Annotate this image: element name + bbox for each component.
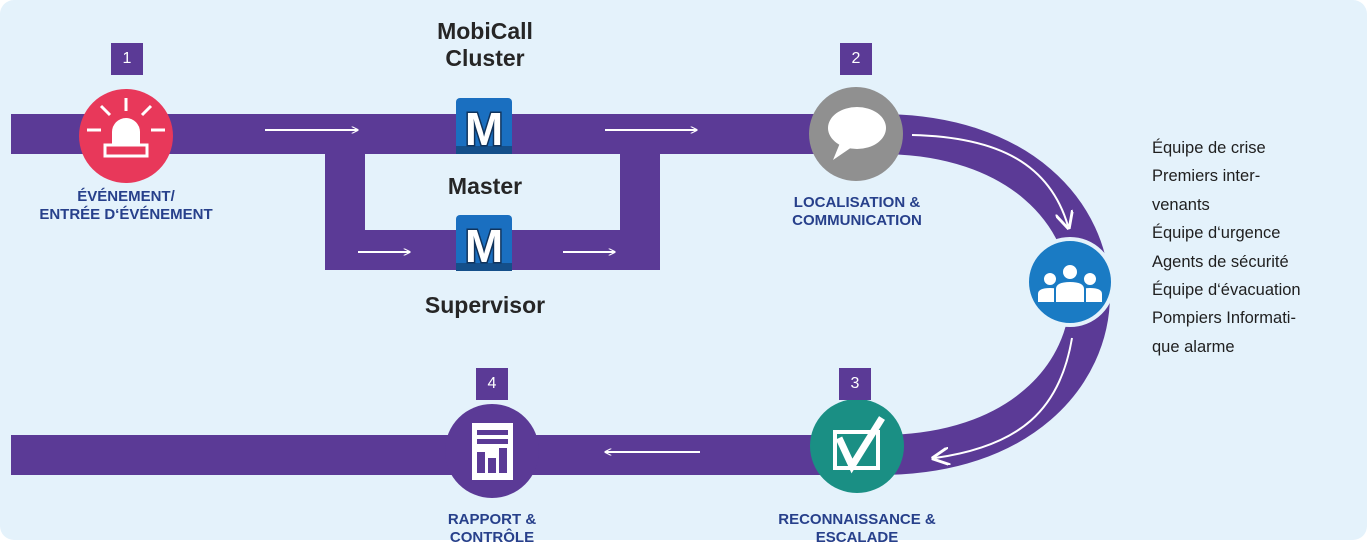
comm-node xyxy=(809,87,903,181)
team-role: Équipe de crise xyxy=(1152,139,1266,157)
team-role: Équipe d‘évacuation xyxy=(1152,281,1301,300)
team-role: venants xyxy=(1152,195,1210,214)
checkmark-icon xyxy=(833,416,885,474)
team-people-icon xyxy=(1036,263,1104,304)
step-badge-4: 4 xyxy=(476,368,508,400)
step-badge-3: 3 xyxy=(839,368,871,400)
team-role: que alarme xyxy=(1152,337,1235,356)
team-role: Premiers inter- xyxy=(1152,167,1261,186)
recon-label: RECONNAISSANCE & ESCALADE xyxy=(757,511,957,547)
comm-label-line-2: COMMUNICATION xyxy=(792,212,922,229)
team-roles-list: Équipe de crise Premiers inter- venants … xyxy=(1152,134,1362,361)
flow-arrows xyxy=(265,130,1072,458)
speech-bubble-icon xyxy=(828,107,886,160)
step-badge-2: 2 xyxy=(840,43,872,75)
team-role: Agents de sécurité xyxy=(1152,252,1289,271)
report-label-line-1: RAPPORT & xyxy=(447,511,537,528)
event-label: ÉVÉNEMENT/ ENTRÉE D‘ÉVÉNEMENT xyxy=(26,188,226,224)
alarm-siren-icon xyxy=(87,98,165,158)
team-node xyxy=(1025,237,1115,327)
supervisor-label: Supervisor xyxy=(424,292,546,318)
comm-label-line-1: LOCALISATION & xyxy=(793,194,921,211)
comm-label: LOCALISATION & COMMUNICATION xyxy=(757,194,957,230)
cluster-title-line-2: Cluster xyxy=(445,45,525,71)
report-node xyxy=(445,404,539,498)
report-chart-icon xyxy=(472,423,513,480)
report-label-line-2: CONTRÔLE xyxy=(449,529,535,546)
recon-label-line-1: RECONNAISSANCE & xyxy=(778,511,936,528)
recon-node xyxy=(810,399,904,493)
cluster-title-line-1: MobiCall xyxy=(437,18,533,44)
logo-letter: M xyxy=(465,220,503,272)
step-badge-1: 1 xyxy=(111,43,143,75)
event-node xyxy=(79,89,173,183)
master-label: Master xyxy=(447,173,523,199)
team-role: Pompiers Informati- xyxy=(1152,309,1296,328)
recon-label-line-2: ESCALADE xyxy=(815,529,899,546)
logo-letter: M xyxy=(465,103,503,155)
report-label: RAPPORT & CONTRÔLE xyxy=(392,511,592,547)
team-role: Équipe d‘urgence xyxy=(1152,224,1281,243)
cluster-title: MobiCall Cluster xyxy=(400,18,570,72)
arrow-curve-top xyxy=(911,134,1068,226)
arrow-curve-bottom xyxy=(935,337,1073,458)
mobicall-master-logo: M xyxy=(456,98,512,157)
event-label-line-1: ÉVÉNEMENT/ xyxy=(77,188,175,205)
event-label-line-2: ENTRÉE D‘ÉVÉNEMENT xyxy=(39,206,213,223)
mobicall-supervisor-logo: M xyxy=(456,215,512,274)
